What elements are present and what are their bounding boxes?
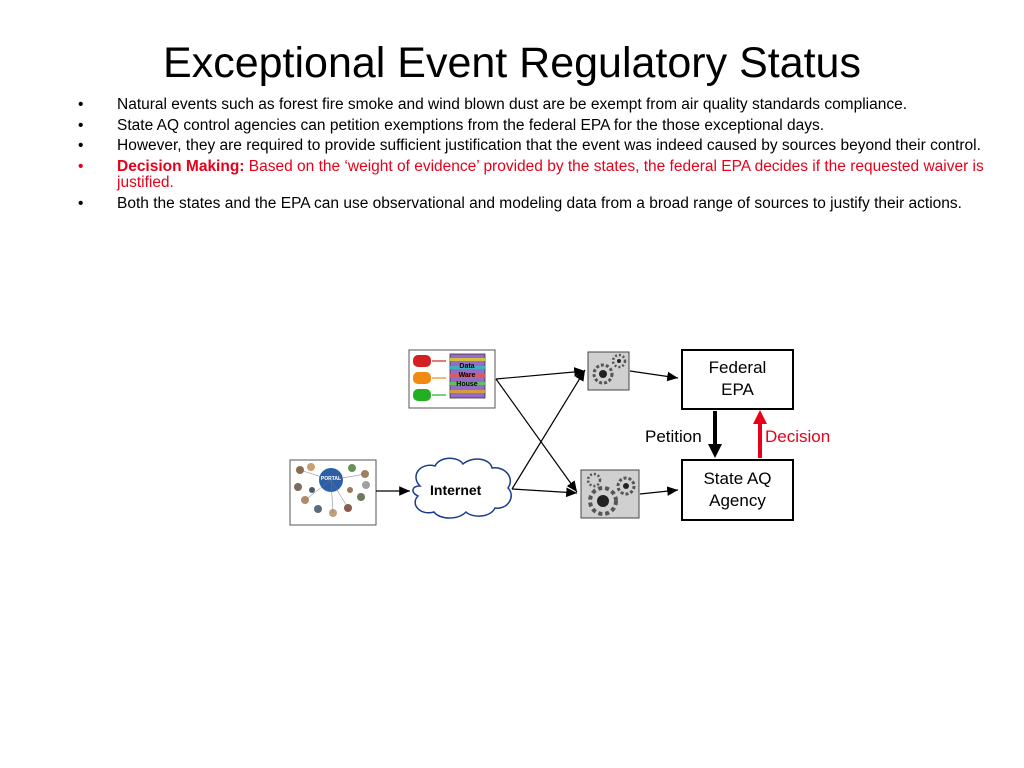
internet-label: Internet (430, 482, 482, 498)
federal-epa-box (681, 349, 794, 410)
portal-icon (289, 459, 377, 526)
petition-label: Petition (645, 427, 702, 446)
bullet-marker: • (78, 137, 84, 154)
portal-label: PORTAL (320, 476, 342, 482)
warehouse-to-epa-tool-arrow (495, 367, 586, 380)
decision-label: Decision (765, 427, 831, 446)
bullet-marker: • (78, 116, 84, 134)
bullet-marker: • (78, 157, 84, 175)
bullet-text: State AQ control agencies can petition e… (117, 116, 825, 134)
internet-to-state-tool-arrow (511, 487, 578, 498)
bullet-item: • However, they are required to provide … (76, 137, 1016, 155)
bullet-item: • Natural events such as forest fire smo… (76, 96, 1016, 114)
bullet-text: Natural events such as forest fire smoke… (117, 96, 908, 113)
gears-icon (580, 469, 640, 519)
internet-to-epa-tool-arrow (511, 369, 586, 490)
epa-tool-to-federal-arrow (629, 370, 679, 382)
state-aq-agency-box (681, 459, 794, 521)
internet-cloud-icon (412, 457, 512, 519)
data-warehouse-icon (408, 349, 496, 409)
bullet-text: However, they are required to provide su… (117, 137, 981, 154)
bullet-item: • State AQ control agencies can petition… (76, 116, 1016, 135)
bullet-marker: • (78, 194, 84, 212)
petition-arrow (708, 411, 722, 458)
bullet-lead: Decision Making: (117, 157, 245, 175)
bullet-marker: • (78, 96, 84, 113)
bullet-text: Both the states and the EPA can use obse… (117, 194, 962, 212)
bullet-item: • Both the states and the EPA can use ob… (76, 194, 1016, 213)
decision-arrow (753, 410, 767, 458)
state-tool-to-agency-arrow (639, 486, 679, 496)
bullet-item-decision-making: • Decision Making: Based on the ‘weight … (76, 157, 1016, 192)
bullet-text: Based on the ‘weight of evidence’ provid… (117, 157, 984, 191)
gears-icon (587, 351, 630, 391)
slide-title: Exceptional Event Regulatory Status (163, 39, 861, 87)
warehouse-to-state-tool-arrow (495, 378, 578, 493)
bullet-list: • Natural events such as forest fire smo… (76, 96, 1016, 216)
